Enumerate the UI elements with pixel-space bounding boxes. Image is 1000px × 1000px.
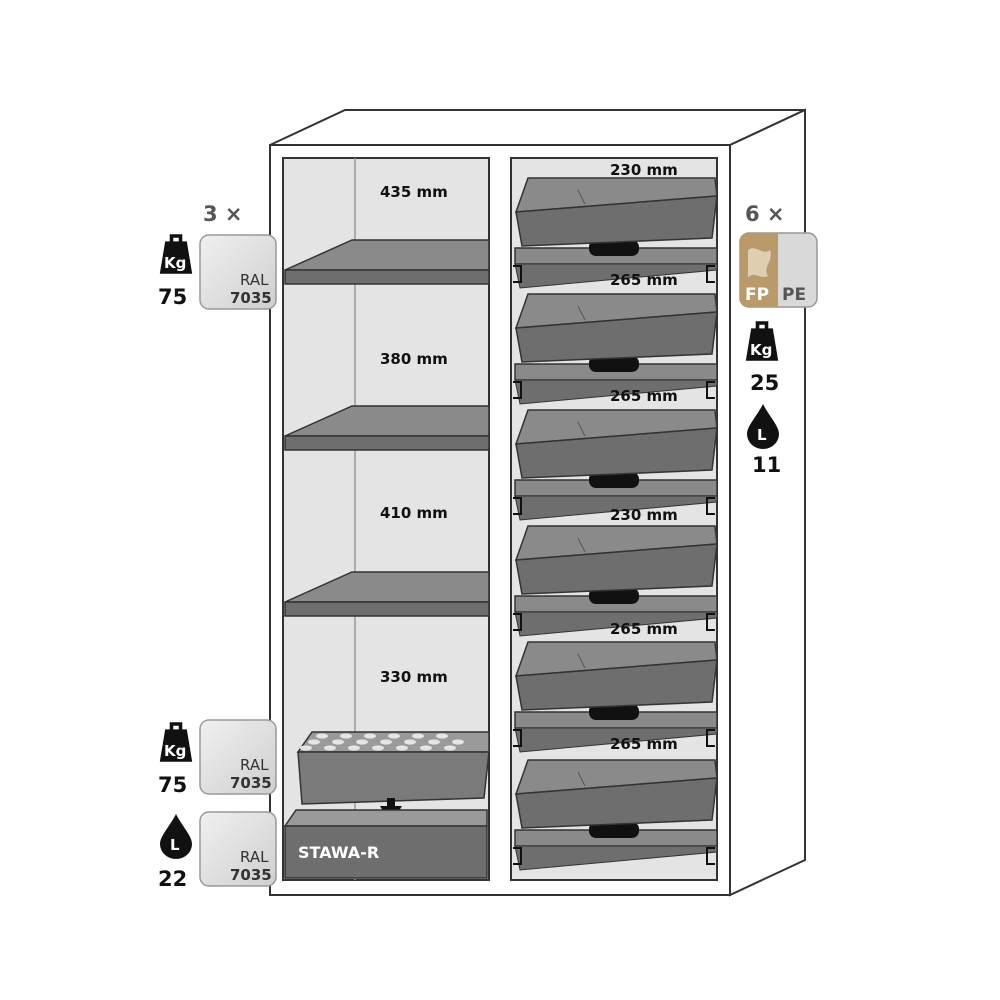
ral-label: RAL [240,271,269,289]
ral-label: RAL [240,756,269,774]
drawer-count: 6 × [745,202,785,226]
drawer-handle [589,356,639,372]
drawer-handle [589,240,639,256]
material-pe: PE [782,285,806,305]
perforation-hole [396,745,408,751]
shelf [284,571,490,617]
perforation-hole [364,733,376,739]
perforation-hole [356,739,368,745]
perforation-hole [332,739,344,745]
drawer-tray [513,293,718,405]
volume-litre-icon-label: L [170,836,180,854]
drawer-handle [589,822,639,838]
perforation-hole [340,733,352,739]
sump-label: STAWA-R [298,843,379,862]
perforation-hole [436,733,448,739]
ral-label: RAL [240,848,269,866]
drawer-volume: 11 [752,453,781,477]
cabinet-top [269,109,806,146]
height-label: 265 mm [610,387,678,405]
sump-volume: 22 [158,867,187,891]
material-fp: FP [745,285,769,305]
drawer-load: 25 [750,371,779,395]
perforation-hole [300,745,312,751]
material-swatch: FP PE [739,232,818,308]
drawer-handle [589,588,639,604]
volume-litre-icon-label: L [757,426,767,444]
weight-kg-icon-label: Kg [164,742,186,760]
height-label: 230 mm [610,506,678,524]
shelf-load: 75 [158,285,187,309]
perforation-hole [404,739,416,745]
ral-code: 7035 [230,289,272,307]
perforation-hole [324,745,336,751]
shelves-spec-badge: 3 × Kg 75 RAL 7035 [158,202,277,310]
height-label: 380 mm [380,350,448,368]
perforation-hole [428,739,440,745]
drawers-spec-badge: 6 × FP PE Kg 25 L 11 [739,202,818,477]
weight-kg-icon-label: Kg [164,254,186,272]
cabinet-side [729,108,806,897]
height-label: 265 mm [610,620,678,638]
perforation-hole [380,739,392,745]
right-compartment: 230 mm 265 mm 265 mm 230 mm 265 mm 265 m… [510,157,718,881]
drawer-handle [589,704,639,720]
height-label: 330 mm [380,668,448,686]
perforation-hole [420,745,432,751]
height-label: 435 mm [380,183,448,201]
sump-tray: STAWA-R [283,809,488,879]
drawer-tray [513,641,718,753]
ral-color-swatch [199,234,277,310]
perforation-hole [348,745,360,751]
ral-color-swatch [199,719,277,795]
perforation-hole [444,745,456,751]
insert-load: 75 [158,773,187,797]
perforation-hole [412,733,424,739]
ral-code: 7035 [230,866,272,884]
drawer-tray [513,177,718,289]
drawer-tray [513,759,718,871]
height-label: 410 mm [380,504,448,522]
perforated-insert [296,731,490,805]
height-label: 265 mm [610,271,678,289]
arrow-down-icon-stem [387,798,395,808]
shelf [284,405,490,451]
height-label: 265 mm [610,735,678,753]
shelf-count: 3 × [203,202,243,226]
perforation-hole [316,733,328,739]
drawer-tray [513,409,718,521]
ral-color-swatch [199,811,277,887]
insert-spec-badge: Kg 75 RAL 7035 [158,719,277,797]
sump-spec-badge: L 22 RAL 7035 [158,811,277,891]
shelf [284,239,490,285]
height-label: 230 mm [610,161,678,179]
ral-code: 7035 [230,774,272,792]
perforation-hole [388,733,400,739]
drawer-handle [589,472,639,488]
perforation-hole [372,745,384,751]
perforation-hole [452,739,464,745]
left-compartment: STAWA-R 435 mm 380 mm 410 mm 330 mm [282,157,490,881]
perforation-hole [308,739,320,745]
drawer-tray [513,525,718,637]
weight-kg-icon-label: Kg [750,341,772,359]
